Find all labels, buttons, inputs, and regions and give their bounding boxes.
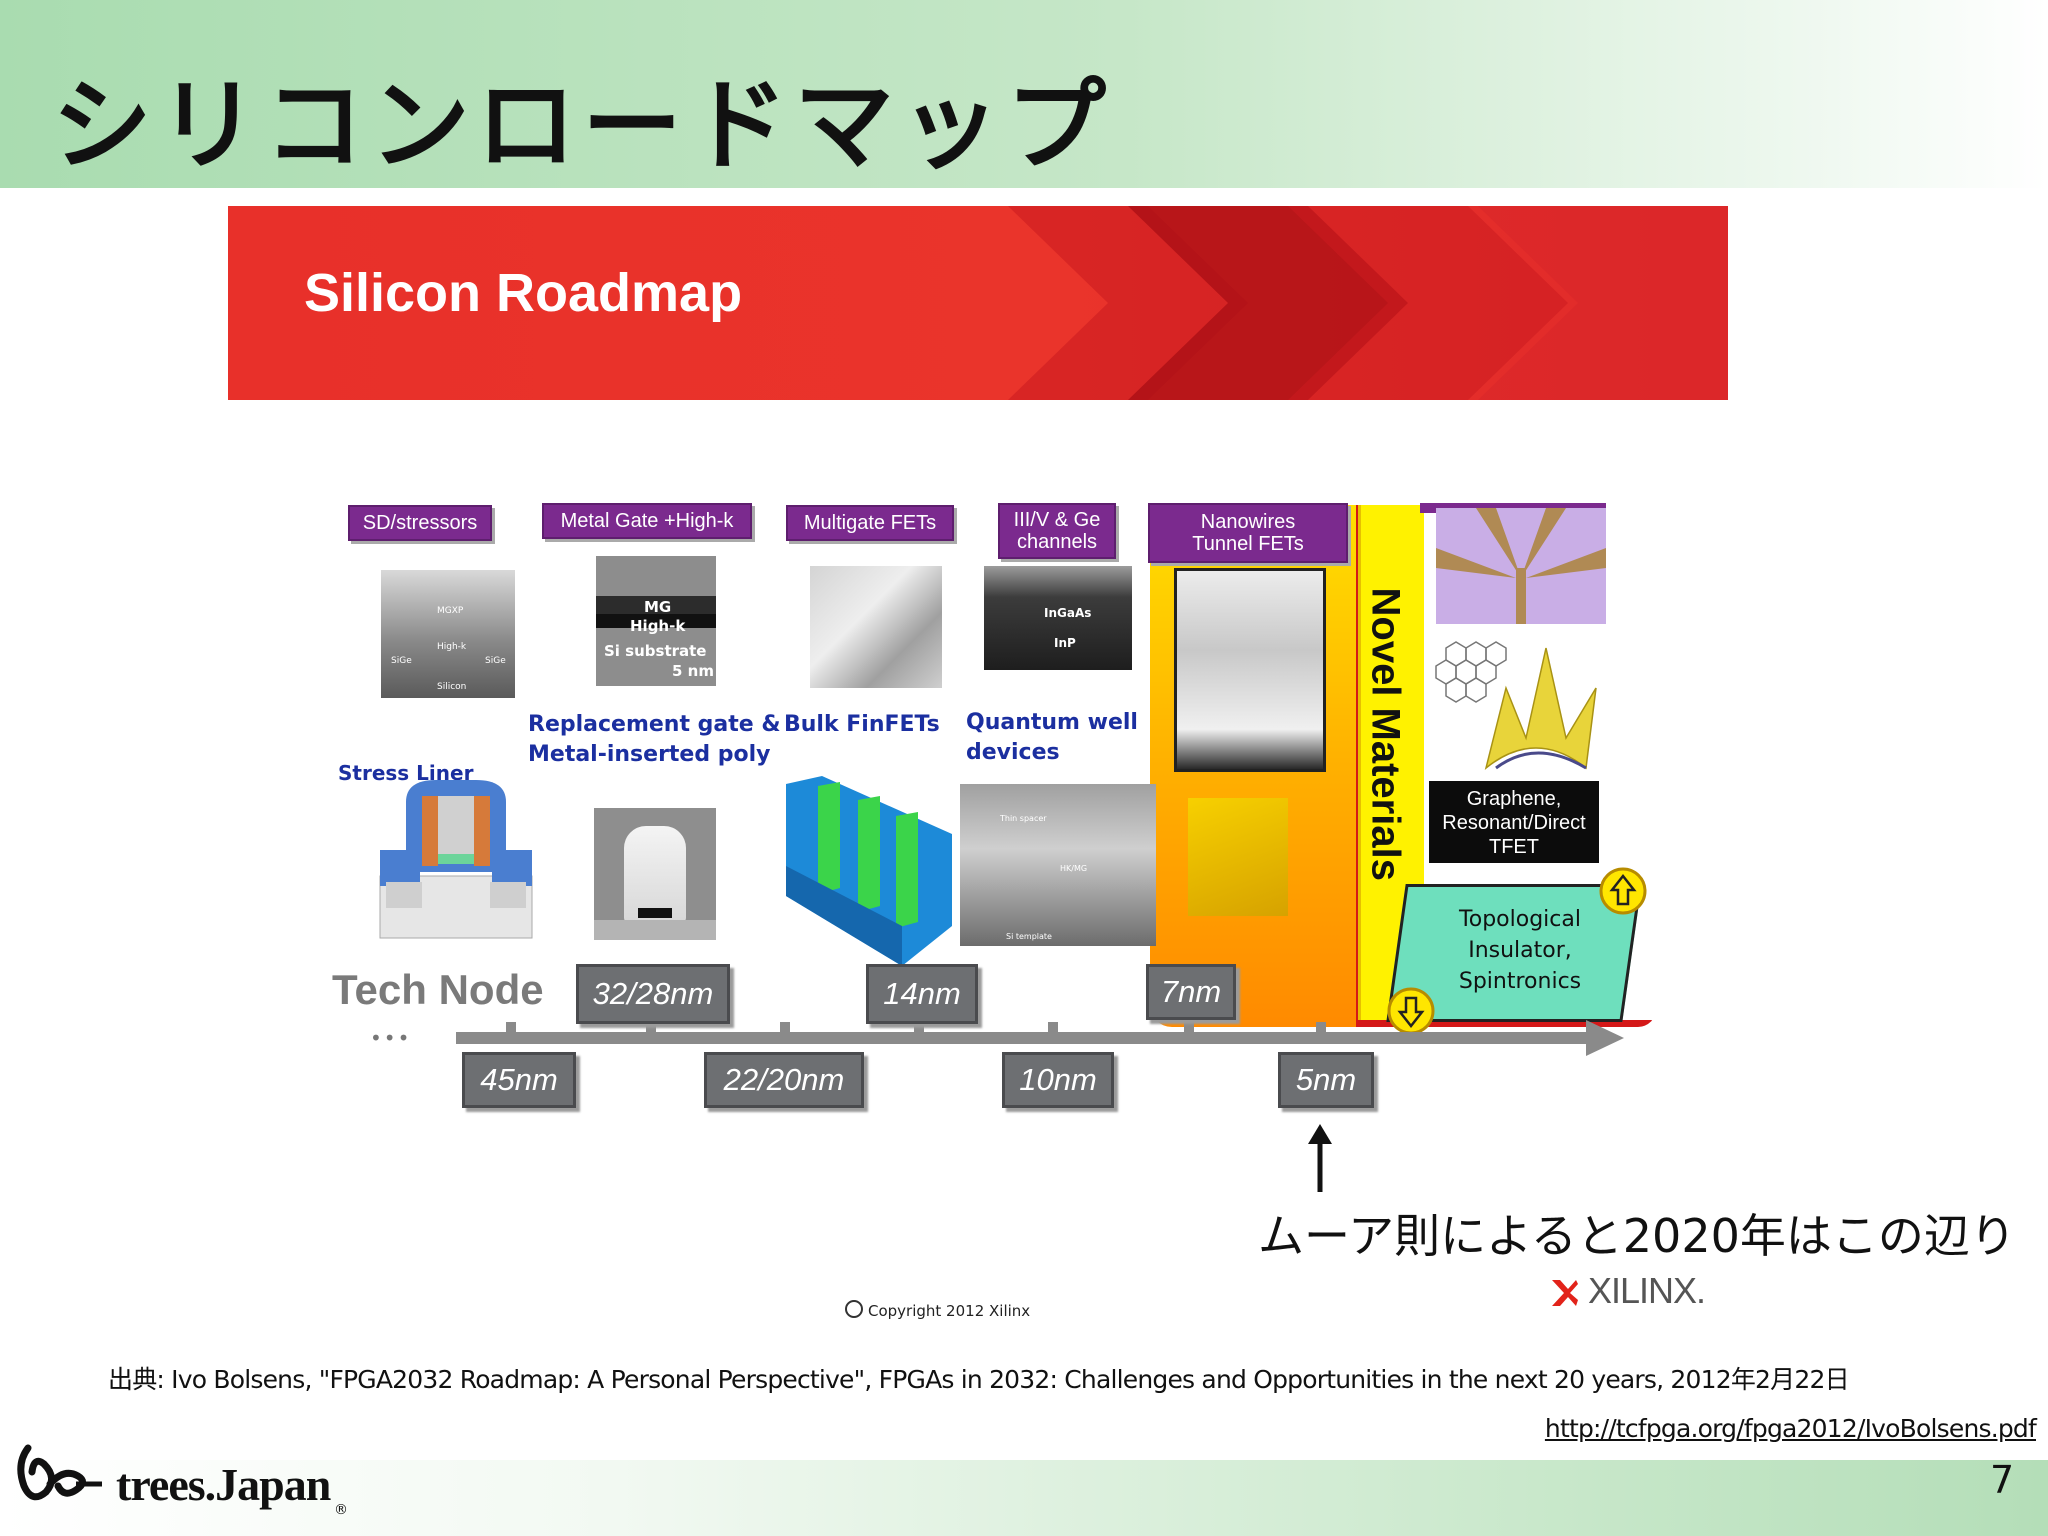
sd-sige-right-label: SiGe <box>485 656 506 666</box>
thin-spacer-label: Thin spacer <box>1000 814 1047 823</box>
tag-nanowires-line1: Nanowires <box>1200 511 1296 533</box>
graphene-line1: Graphene, <box>1466 788 1562 810</box>
page-number: 7 <box>1990 1458 2015 1502</box>
quantum-line2: devices <box>966 740 1060 765</box>
xilinx-logo-icon <box>1552 1280 1578 1306</box>
timeline-arrow <box>456 1020 1624 1056</box>
graphene-device-image <box>1436 508 1606 624</box>
topo-line2: Insulator, <box>1468 938 1572 963</box>
up-arrow-icon <box>1599 867 1647 915</box>
quantum-well-image: Thin spacer HK/MG Si template <box>960 784 1156 946</box>
tag-iiiv-line2: channels <box>1016 531 1098 553</box>
replacement-line2: Metal-inserted poly <box>528 742 771 767</box>
gate-base <box>638 908 672 918</box>
tag-iiiv-ge: III/V & Ge channels <box>998 503 1116 559</box>
mg-label: MG <box>644 598 672 616</box>
tech-node-label: Tech Node <box>332 966 544 1013</box>
nanowire-image <box>1174 568 1326 772</box>
nanowire-fade-box <box>1188 798 1288 916</box>
replacement-gate-label: Replacement gate & Metal-inserted poly <box>528 710 781 770</box>
replacement-line1: Replacement gate & <box>528 712 781 737</box>
quantum-well-label: Quantum well devices <box>966 708 1138 768</box>
quantum-line1: Quantum well <box>966 710 1138 735</box>
highk-label: High-k <box>630 617 686 635</box>
topo-line3: Spintronics <box>1458 969 1582 994</box>
node-7nm: 7nm <box>1146 964 1236 1020</box>
gate-shape <box>624 826 686 922</box>
trees-japan-logo-icon <box>17 1444 102 1501</box>
topo-line1: Topological <box>1459 907 1581 932</box>
metal-gate-image: MG High-k Si substrate 5 nm <box>596 556 716 686</box>
copyright-symbol <box>845 1300 863 1318</box>
inp-label: InP <box>1054 636 1076 650</box>
gate-substrate <box>594 920 716 940</box>
graphene-label-box: Graphene, Resonant/Direct TFET <box>1426 778 1602 866</box>
trees-japan-logo-text: trees.Japan <box>116 1459 331 1510</box>
xilinx-logo-text: XILINX. <box>1588 1270 1706 1311</box>
sd-highk-label: High-k <box>437 642 467 652</box>
trademark-mark: ® <box>334 1502 348 1518</box>
node-5nm: 5nm <box>1278 1052 1374 1108</box>
multigate-image <box>810 566 942 688</box>
banner-chevrons <box>1008 206 1728 400</box>
graphene-lattice-image <box>1435 641 1597 770</box>
bulk-finfets-label: Bulk FinFETs <box>784 712 940 737</box>
slide-title: シリコンロードマップ <box>52 67 1112 184</box>
bulk-finfet-diagram <box>786 776 952 966</box>
sd-mgxp-label: MGXP <box>437 606 464 616</box>
topological-label: Topological Insulator, Spintronics <box>1400 904 1640 997</box>
graphene-line2: Resonant/Direct <box>1442 812 1586 834</box>
highk-layer <box>596 614 716 628</box>
moore-annotation: ムーア則によると2020年はこの辺り <box>1258 1209 2016 1263</box>
graphene-line3: TFET <box>1489 836 1539 858</box>
sd-silicon-label: Silicon <box>437 682 467 692</box>
device-electrodes <box>1436 508 1606 624</box>
hk-mg-label: HK/MG <box>1060 864 1088 873</box>
ingaas-label: InGaAs <box>1044 606 1092 620</box>
tag-nanowires-line2: Tunnel FETs <box>1192 533 1304 555</box>
header-band <box>0 0 2048 188</box>
node-22-20nm: 22/20nm <box>704 1052 864 1108</box>
source-citation: 出典: Ivo Bolsens, "FPGA2032 Roadmap: A Pe… <box>108 1365 1850 1394</box>
sd-stressors-image: MGXP SiGe High-k SiGe Silicon <box>381 570 515 698</box>
tag-sd-stressors: SD/stressors <box>348 505 492 541</box>
si-substrate-label: Si substrate <box>604 642 707 660</box>
banner-title: Silicon Roadmap <box>304 263 743 323</box>
tag-iiiv-line1: III/V & Ge <box>1013 509 1101 531</box>
annotation-arrow-icon <box>1308 1124 1332 1192</box>
footer-band <box>0 1460 2048 1536</box>
tag-multigate: Multigate FETs <box>786 505 954 541</box>
mg-layer <box>596 596 716 614</box>
sd-sige-left-label: SiGe <box>391 656 412 666</box>
node-10nm: 10nm <box>1002 1052 1114 1108</box>
node-32-28nm: 32/28nm <box>576 964 730 1024</box>
scale-label: 5 nm <box>672 662 714 680</box>
si-template-label: Si template <box>1006 932 1052 941</box>
node-45nm: 45nm <box>462 1052 576 1108</box>
novel-materials-label: Novel Materials <box>1363 587 1408 881</box>
silicon-roadmap-banner <box>228 206 1728 400</box>
copyright-text: Copyright 2012 Xilinx <box>868 1302 1031 1320</box>
tech-node-ellipsis: ••• <box>370 1026 412 1050</box>
source-url-link[interactable]: http://tcfpga.org/fpga2012/IvoBolsens.pd… <box>1544 1414 2037 1443</box>
iiiv-image: InGaAs InP <box>984 566 1132 670</box>
replacement-gate-image <box>594 808 716 940</box>
tag-metal-gate: Metal Gate +High-k <box>542 503 752 539</box>
tag-nanowires: Nanowires Tunnel FETs <box>1148 503 1348 563</box>
node-14nm: 14nm <box>866 964 978 1024</box>
stress-liner-diagram <box>379 780 533 939</box>
